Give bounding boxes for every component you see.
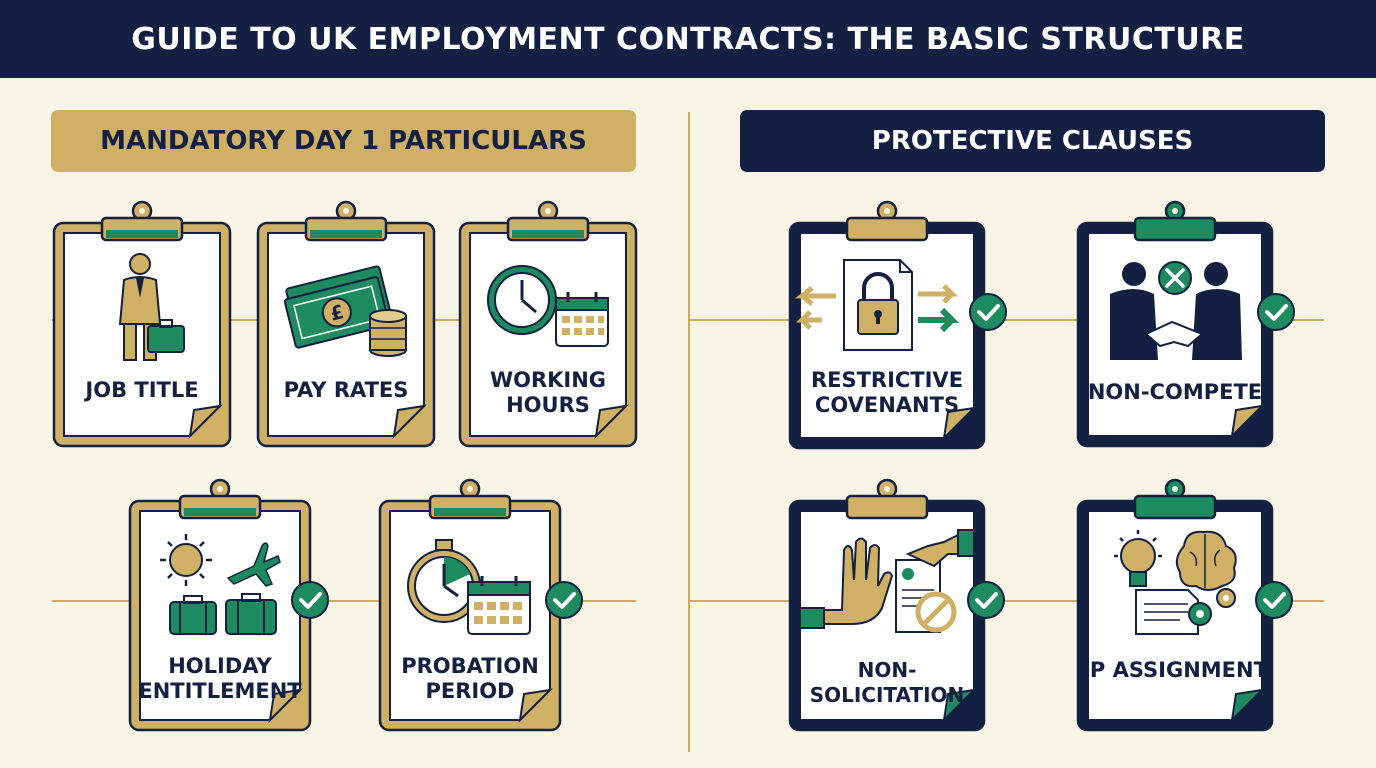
lightbulb-brain-icon — [1114, 530, 1237, 635]
page-title: GUIDE TO UK EMPLOYMENT CONTRACTS: THE BA… — [131, 21, 1245, 57]
card-job-title: JOB TITLE — [52, 200, 232, 448]
card-label: PAY RATES — [283, 378, 409, 402]
check-badge-icon — [969, 293, 1007, 331]
card-restrictive-covenants: RESTRICTIVE COVENANTS — [788, 200, 986, 450]
card-label: HOLIDAY ENTITLEMENT — [138, 654, 302, 703]
handshake-icon — [1110, 261, 1242, 360]
row-connector-right-bottom — [690, 600, 1324, 602]
sun-plane-luggage-icon — [160, 534, 281, 635]
card-label: WORKING HOURS — [489, 368, 607, 417]
card-non-solicitation: NON-SOLICITATION — [788, 478, 986, 732]
card-holiday-entitlement: HOLIDAY ENTITLEMENT — [128, 478, 312, 732]
businessman-briefcase-icon — [118, 253, 185, 361]
card-ip-assignment: IP ASSIGNMENT — [1076, 478, 1274, 732]
card-label: JOB TITLE — [85, 378, 199, 402]
mandatory-header: MANDATORY DAY 1 PARTICULARS — [51, 110, 636, 172]
card-label: IP ASSIGNMENT — [1082, 658, 1268, 682]
card-working-hours: WORKING HOURS — [458, 200, 638, 448]
card-label: PROBATION PERIOD — [401, 654, 539, 703]
padlock-document-icon — [794, 259, 960, 351]
check-badge-icon — [291, 581, 329, 619]
card-non-compete: NON-COMPETE — [1076, 200, 1274, 448]
check-badge-icon — [967, 581, 1005, 619]
svg-text:£: £ — [328, 301, 346, 326]
stopwatch-calendar-icon — [407, 539, 531, 635]
center-divider — [688, 112, 690, 752]
card-probation-period: PROBATION PERIOD — [378, 478, 562, 732]
card-label: NON-COMPETE — [1087, 380, 1263, 404]
check-badge-icon — [545, 581, 583, 619]
check-badge-icon — [1255, 581, 1293, 619]
row-connector-left-bottom — [52, 600, 636, 602]
banknotes-coins-icon: £ — [283, 265, 407, 357]
title-bar: GUIDE TO UK EMPLOYMENT CONTRACTS: THE BA… — [0, 0, 1376, 78]
clock-calendar-icon — [487, 265, 609, 347]
protective-header: PROTECTIVE CLAUSES — [740, 110, 1325, 172]
card-label: NON-SOLICITATION — [809, 658, 965, 707]
stop-hand-icon — [799, 529, 975, 633]
card-pay-rates: £ PAY RATES — [256, 200, 436, 448]
check-badge-icon — [1257, 293, 1295, 331]
card-label: RESTRICTIVE COVENANTS — [810, 368, 964, 417]
row-connector-right-top — [690, 319, 1324, 321]
